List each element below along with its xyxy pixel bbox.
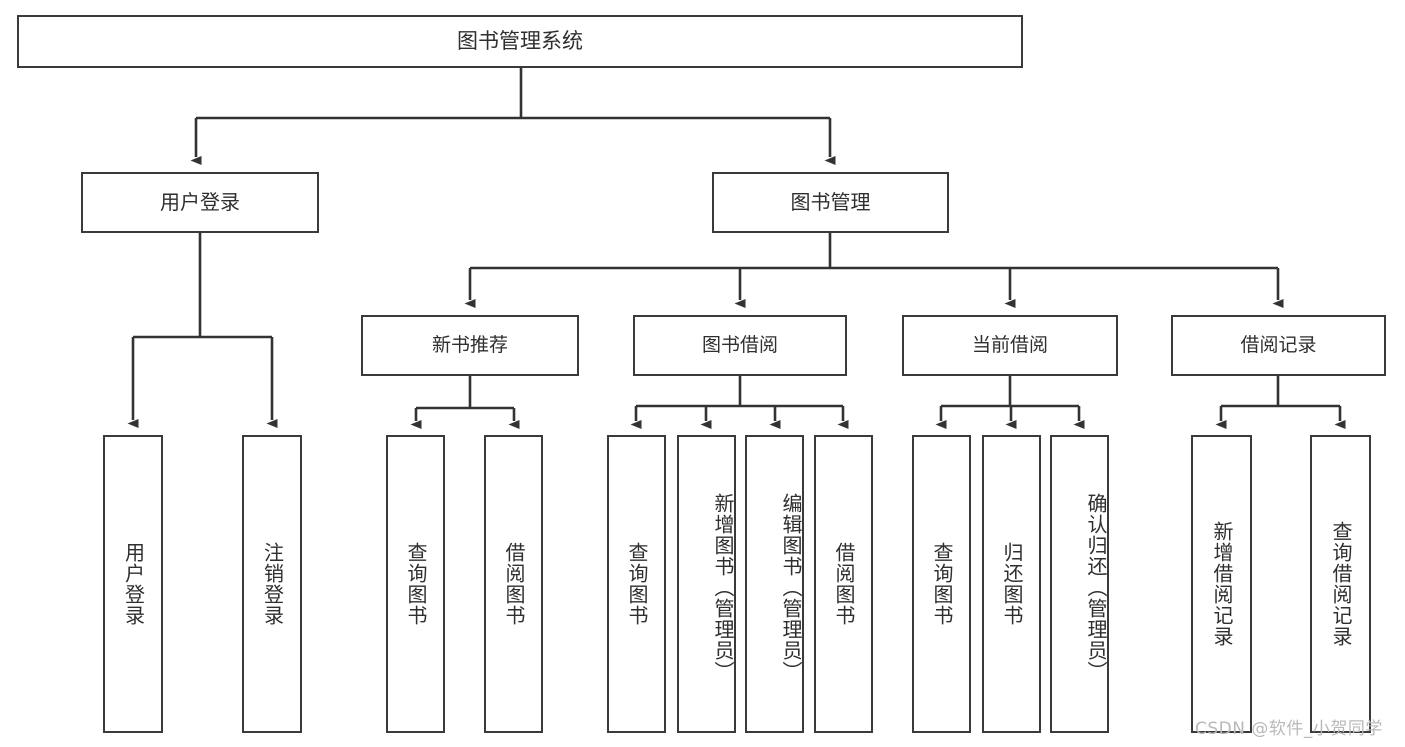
- node-leaf-11-label: 新增借阅记录: [1210, 521, 1234, 647]
- node-leaf-0-label: 用户登录: [121, 542, 146, 626]
- node-root[interactable]: 图书管理系统: [17, 15, 1023, 68]
- node-leaf-1[interactable]: 注销登录: [242, 435, 302, 733]
- node-leaf-11[interactable]: 新增借阅记录: [1191, 435, 1252, 733]
- node-leaf-12-label: 查询借阅记录: [1329, 521, 1353, 647]
- node-leaf-3[interactable]: 借阅图书: [484, 435, 543, 733]
- node-level1-0[interactable]: 用户登录: [81, 172, 319, 233]
- node-leaf-9[interactable]: 归还图书: [982, 435, 1041, 733]
- node-leaf-1-label: 注销登录: [260, 542, 285, 626]
- node-leaf-7[interactable]: 借阅图书: [814, 435, 873, 733]
- node-leaf-10-label: 确认归还（管理员）: [1084, 492, 1108, 682]
- node-leaf-3-label: 借阅图书: [502, 542, 526, 626]
- node-leaf-10[interactable]: 确认归还（管理员）: [1050, 435, 1109, 733]
- node-leaf-5[interactable]: 新增图书（管理员）: [677, 435, 736, 733]
- node-leaf-0[interactable]: 用户登录: [103, 435, 163, 733]
- node-level2-0[interactable]: 新书推荐: [361, 315, 579, 376]
- node-level2-2-label: 当前借阅: [971, 333, 1048, 356]
- node-leaf-2-label: 查询图书: [404, 542, 428, 626]
- node-leaf-12[interactable]: 查询借阅记录: [1310, 435, 1371, 733]
- node-leaf-9-label: 归还图书: [1000, 542, 1024, 626]
- node-level2-1[interactable]: 图书借阅: [633, 315, 847, 376]
- node-level1-0-label: 用户登录: [160, 190, 240, 214]
- node-leaf-2[interactable]: 查询图书: [386, 435, 445, 733]
- node-leaf-7-label: 借阅图书: [832, 542, 856, 626]
- node-level1-1-label: 图书管理: [790, 190, 871, 214]
- node-leaf-6-label: 编辑图书（管理员）: [779, 492, 803, 682]
- node-level2-3[interactable]: 借阅记录: [1171, 315, 1386, 376]
- node-leaf-4[interactable]: 查询图书: [607, 435, 666, 733]
- node-leaf-8-label: 查询图书: [930, 542, 954, 626]
- node-leaf-8[interactable]: 查询图书: [912, 435, 971, 733]
- node-leaf-5-label: 新增图书（管理员）: [711, 492, 735, 682]
- node-leaf-4-label: 查询图书: [625, 542, 649, 626]
- node-leaf-6[interactable]: 编辑图书（管理员）: [745, 435, 804, 733]
- node-level2-1-label: 图书借阅: [701, 333, 778, 356]
- node-root-label: 图书管理系统: [457, 29, 583, 54]
- node-level2-2[interactable]: 当前借阅: [902, 315, 1118, 376]
- node-level2-3-label: 借阅记录: [1240, 333, 1317, 356]
- csdn-watermark: CSDN @软件_小贺同学: [1195, 719, 1383, 739]
- node-level1-1[interactable]: 图书管理: [712, 172, 949, 233]
- node-level2-0-label: 新书推荐: [431, 333, 508, 356]
